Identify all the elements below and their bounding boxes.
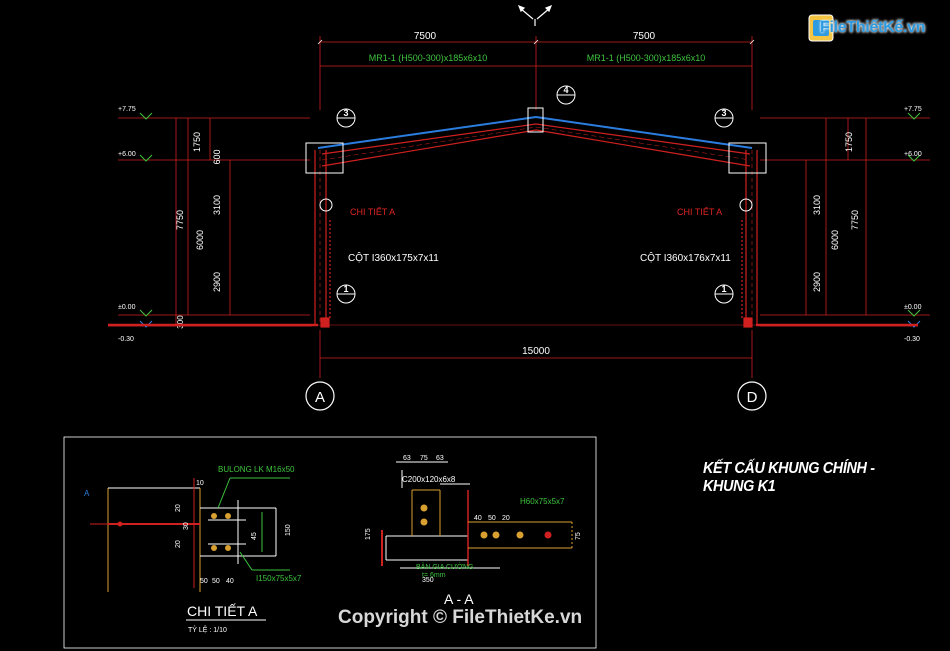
dim-3100-left: 3100 — [212, 195, 222, 215]
section-aa-dim-75: 75 — [420, 455, 428, 462]
section-aa-stiffener: BẢN GIA CƯỜNG — [416, 562, 474, 571]
detail-a-dim-30: 30 — [183, 522, 190, 530]
section-aa-dim-175: 175 — [365, 528, 372, 540]
bottom-dimension — [319, 330, 753, 378]
dim-300-left: 300 — [176, 315, 185, 329]
detail-a-section-mark: A — [84, 489, 90, 498]
section-aa-dim-350: 350 — [422, 577, 434, 584]
detail-a-dim-20b: 20 — [175, 540, 182, 548]
detail-a-dim-20a: 20 — [175, 504, 182, 512]
section-aa-dim-40: 40 — [474, 515, 482, 522]
logo-text: FileThiếtKế.vn — [820, 19, 926, 36]
level-ground-left: -0.30 — [118, 336, 134, 343]
rafters — [317, 116, 753, 167]
drawing-title: KẾT CẤU KHUNG CHÍNH - KHUNG K1 — [703, 460, 875, 495]
callout-3-left: 3 — [343, 108, 348, 118]
copyright-watermark: Copyright © FileThietKe.vn — [338, 607, 583, 628]
callout-1-left: 1 — [343, 284, 348, 294]
callout-4: 4 — [563, 85, 568, 95]
detail-a-dim-50b: 50 — [212, 578, 220, 585]
dim-7750-right: 7750 — [850, 210, 860, 230]
level-top-right: +7.75 — [904, 106, 922, 113]
dim-1750-left: 1750 — [192, 132, 202, 152]
detail-a-bolts — [117, 513, 231, 551]
top-dimension — [317, 36, 755, 110]
level-top-left: +7.75 — [118, 106, 136, 113]
span-right-label: 7500 — [633, 31, 656, 42]
vertical-dimensions — [175, 118, 867, 326]
section-aa-dim-63b: 63 — [436, 455, 444, 462]
section-aa-dim-20: 20 — [502, 515, 510, 522]
level-zero-right: ±0.00 — [904, 304, 922, 311]
span-left-label: 7500 — [414, 31, 437, 42]
span-total-label: 15000 — [522, 346, 550, 357]
section-aa-title: A - A — [444, 591, 474, 607]
section-aa-bolts — [420, 504, 552, 539]
axis-a: A — [315, 389, 325, 406]
detail-a-drawing — [90, 477, 290, 592]
detail-a-bolt-label: BULONG LK M16x50 — [218, 465, 295, 474]
dim-1750-right: 1750 — [844, 132, 854, 152]
dim-2900-right: 2900 — [812, 272, 822, 292]
dim-6000-right: 6000 — [830, 230, 840, 250]
dim-3100-right: 3100 — [812, 195, 822, 215]
detail-a-label-left: CHI TIẾT A — [350, 207, 395, 217]
north-arrow-icon — [517, 4, 553, 26]
detail-a-dim-50a: 50 — [200, 578, 208, 585]
section-aa-dim-75b: 75 — [575, 532, 582, 540]
level-ground-right: -0.30 — [904, 336, 920, 343]
section-aa-angle: H60x75x5x7 — [520, 497, 565, 506]
detail-a-dim-40: 40 — [226, 578, 234, 585]
level-zero-left: ±0.00 — [118, 304, 136, 311]
axis-bubbles — [305, 381, 767, 411]
column-right — [741, 150, 758, 328]
detail-a-title: CHI TIẾT A — [187, 603, 258, 619]
dim-6000-left: 6000 — [195, 230, 205, 250]
section-aa-plate: C200x120x6x8 — [402, 475, 456, 484]
detail-a-angle-label: I150x75x5x7 — [256, 574, 302, 583]
detail-a-dim-10: 10 — [196, 480, 204, 487]
logo-mark-icon — [808, 14, 834, 42]
level-markers — [139, 112, 921, 328]
dim-600-left: 600 — [212, 149, 222, 164]
level-eave-left: +6.00 — [118, 151, 136, 158]
dim-2900-left: 2900 — [212, 272, 222, 292]
detail-boxes — [305, 107, 767, 174]
rafter-left-label: MR1-1 (H500-300)x185x6x10 — [369, 53, 488, 63]
section-aa-dim-63: 63 — [403, 455, 411, 462]
rafter-right-label: MR1-1 (H500-300)x185x6x10 — [587, 53, 706, 63]
callout-1-right: 1 — [721, 284, 726, 294]
column-label-right: CỘT I360x176x7x11 — [640, 251, 731, 264]
section-aa-dim-50: 50 — [488, 515, 496, 522]
detail-a-scale: TỶ LỆ : 1/10 — [188, 625, 227, 634]
site-logo: FileThiếtKế.vn — [808, 14, 948, 42]
column-left — [314, 150, 331, 328]
detail-callouts — [319, 85, 753, 304]
axis-d: D — [747, 389, 758, 406]
detail-a-label-right: CHI TIẾT A — [677, 207, 722, 217]
dim-7750-left: 7750 — [175, 210, 185, 230]
column-label-left: CỘT I360x175x7x11 — [348, 251, 439, 264]
detail-a-dim-150: 150 — [285, 524, 292, 536]
section-aa-drawing — [381, 461, 573, 569]
detail-panel-frame — [63, 436, 597, 649]
callout-3-right: 3 — [721, 108, 726, 118]
section-aa-thickness: t= 6mm — [422, 572, 446, 579]
level-eave-right: +6.00 — [904, 151, 922, 158]
detail-a-dim-45: 45 — [251, 532, 258, 540]
